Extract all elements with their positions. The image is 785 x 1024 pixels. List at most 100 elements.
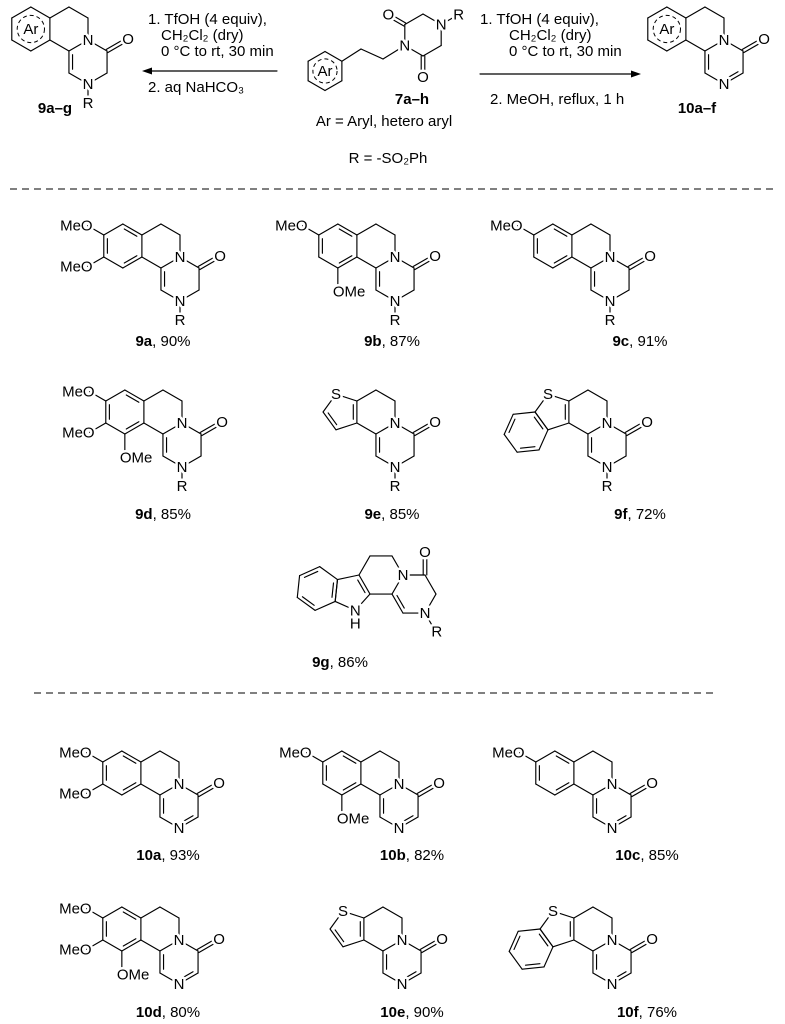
bond xyxy=(341,48,362,62)
bond xyxy=(573,783,594,796)
bond xyxy=(159,750,180,763)
double-bond-line xyxy=(334,929,345,943)
nitrogen-atom: N xyxy=(174,976,185,993)
bond xyxy=(424,593,437,614)
indole-hydrogen: H xyxy=(350,615,361,632)
r-group: R xyxy=(431,623,442,640)
double-bond-line xyxy=(327,412,338,426)
bond xyxy=(404,44,424,57)
bond xyxy=(103,256,124,269)
compound-id: 10d xyxy=(136,1004,162,1021)
aryl-label: Ar xyxy=(659,21,674,38)
double-bond-line xyxy=(303,570,319,578)
bond xyxy=(611,783,632,796)
double-bond-line xyxy=(331,582,335,598)
bond xyxy=(341,783,362,796)
r-group: R xyxy=(390,312,401,329)
sulfur-atom: S xyxy=(543,386,553,403)
bond xyxy=(178,939,199,952)
bond xyxy=(329,928,344,948)
bond xyxy=(329,910,344,930)
double-bond-line xyxy=(538,933,549,947)
bond xyxy=(102,906,123,919)
bond xyxy=(743,40,764,54)
bond xyxy=(198,784,219,798)
bond xyxy=(704,6,725,19)
bond xyxy=(49,6,70,19)
nitrogen-atom: N xyxy=(607,976,618,993)
bond xyxy=(107,40,128,54)
bond xyxy=(159,939,180,952)
bond xyxy=(375,289,396,302)
bond xyxy=(587,455,608,468)
nitrogen-atom: N xyxy=(394,776,405,793)
methoxy-group: OMe xyxy=(117,967,150,984)
bond xyxy=(89,422,107,433)
bond xyxy=(573,906,594,919)
nitrogen-atom: N xyxy=(83,76,94,93)
bond xyxy=(568,389,589,402)
bond xyxy=(375,389,396,402)
bond xyxy=(11,39,32,52)
condition-workup: 2. aq NaHCO₃ xyxy=(148,79,244,96)
carbonyl-oxygen: O xyxy=(213,931,225,948)
bond xyxy=(647,39,668,52)
bond xyxy=(606,455,627,468)
bond xyxy=(318,256,339,269)
bond xyxy=(121,939,142,952)
bond xyxy=(534,393,549,413)
bond xyxy=(521,966,545,970)
bond xyxy=(547,422,570,431)
double-bond-line xyxy=(555,782,570,791)
carbonyl-oxygen: O xyxy=(216,414,228,431)
carbonyl-oxygen: O xyxy=(214,248,226,265)
double-bond-line xyxy=(125,421,140,430)
bond xyxy=(324,80,343,92)
compound-yield: , 85% xyxy=(640,847,678,864)
bond xyxy=(424,612,435,629)
sulfur-atom: S xyxy=(548,903,558,920)
r-group: R xyxy=(390,478,401,495)
double-bond-line xyxy=(533,416,544,430)
bond xyxy=(391,593,404,614)
bond xyxy=(590,289,611,302)
double-bond-line xyxy=(338,255,353,264)
nitrogen-atom: N xyxy=(605,249,616,266)
bond xyxy=(534,411,549,431)
double-bond-line xyxy=(513,935,521,951)
nitrogen-atom: N xyxy=(399,38,410,55)
compound-id: 9f xyxy=(614,506,628,523)
bond xyxy=(508,930,519,952)
double-bond-line xyxy=(338,228,353,237)
bond xyxy=(307,50,326,62)
nitrogen-atom: N xyxy=(397,976,408,993)
bond xyxy=(49,39,70,52)
bond xyxy=(592,750,613,763)
bond xyxy=(102,750,123,763)
bond xyxy=(335,393,358,402)
double-bond-line xyxy=(123,255,138,264)
double-bond-line xyxy=(402,971,417,980)
compound-9g-label: 9g, 86% xyxy=(312,654,368,671)
bond xyxy=(196,781,217,795)
sulfur-atom: S xyxy=(331,386,341,403)
carbonyl-oxygen: O xyxy=(419,544,431,561)
bond xyxy=(178,816,199,829)
nitrogen-atom: N xyxy=(398,567,409,584)
bond xyxy=(404,13,424,26)
bond xyxy=(363,939,384,952)
compound-yield: , 90% xyxy=(152,333,190,350)
nitrogen-atom: N xyxy=(390,249,401,266)
bond xyxy=(611,972,632,985)
condition-step1: 1. TfOH (4 equiv), xyxy=(480,11,599,28)
methoxy-group: OMe xyxy=(120,450,153,467)
bond xyxy=(296,596,316,611)
bond xyxy=(382,939,403,952)
bond xyxy=(543,946,554,968)
nitrogen-atom: N xyxy=(602,415,613,432)
bond xyxy=(512,411,536,415)
